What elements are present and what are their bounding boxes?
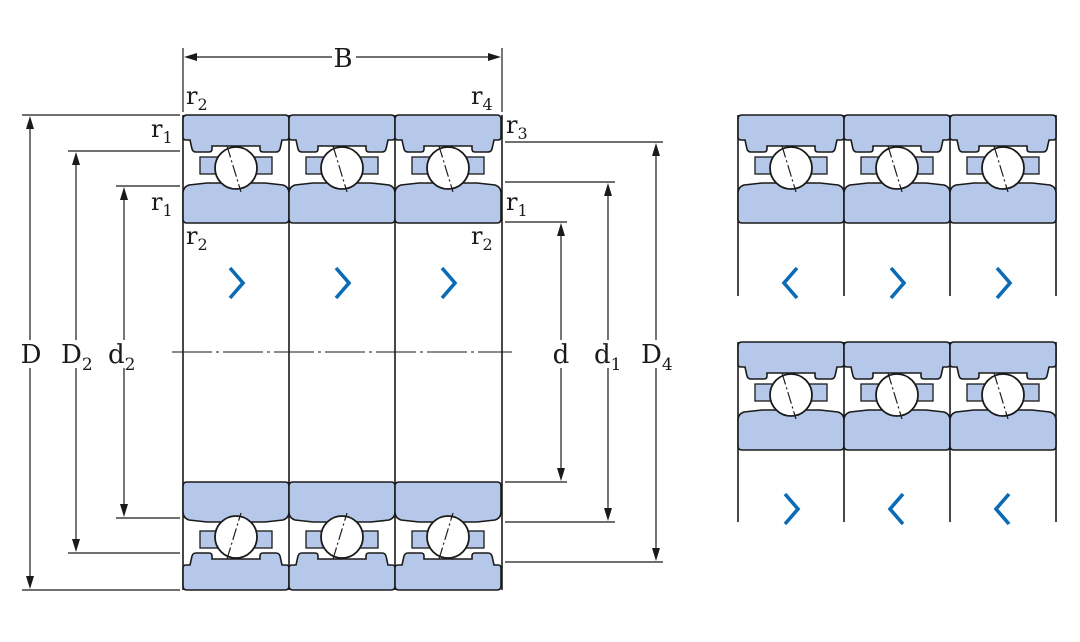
- main-arrow-3-icon: [440, 266, 457, 300]
- bottom-right-section-3: [949, 341, 1057, 451]
- top-right-section-1: [737, 114, 845, 224]
- bottom-right-section-1: [737, 341, 845, 451]
- top-right-section-2: [843, 114, 951, 224]
- label-r2-lower-left: r2: [186, 222, 208, 254]
- label-r1-lower-left: r1: [151, 188, 173, 220]
- bottom-right-arrow-3-icon: [994, 492, 1011, 526]
- arrangement-top-right: [737, 114, 1057, 300]
- label-r2-top-left: r2: [186, 82, 208, 114]
- main-bottom-section-2: [288, 481, 396, 591]
- main-arrow-1-icon: [228, 266, 245, 300]
- main-bottom-section-1: [182, 481, 290, 591]
- label-r2-lower-right: r2: [471, 222, 493, 254]
- top-right-arrow-2-icon: [889, 266, 906, 300]
- bottom-right-arrow-2-icon: [888, 492, 905, 526]
- label-d2: d2: [108, 340, 135, 375]
- bottom-right-section-2: [843, 341, 951, 451]
- main-arrow-2-icon: [334, 266, 351, 300]
- label-r1-upper-left: r1: [151, 115, 173, 147]
- label-r3-upper-right: r3: [506, 111, 528, 143]
- label-d: d: [553, 340, 570, 370]
- dimension-labels: B D D2 d2 d d1 D4 r2 r4 r1 r3 r1: [21, 44, 673, 375]
- arrangement-bottom-right: [737, 341, 1057, 526]
- main-top-section-3: [394, 114, 502, 224]
- label-r1-lower-right: r1: [506, 188, 528, 220]
- bottom-right-arrow-1-icon: [783, 492, 800, 526]
- main-top-section-2: [288, 114, 396, 224]
- top-right-section-3: [949, 114, 1057, 224]
- label-d1: d1: [594, 340, 621, 375]
- label-r4-top-right: r4: [471, 82, 493, 114]
- top-right-arrow-3-icon: [995, 266, 1012, 300]
- label-D2: D2: [61, 340, 93, 375]
- main-bearing-set: [172, 114, 512, 591]
- label-B: B: [333, 44, 352, 74]
- label-D: D: [21, 340, 42, 370]
- label-D4: D4: [641, 340, 673, 375]
- dimension-lines: [22, 48, 663, 591]
- main-top-section-1: [182, 114, 290, 224]
- top-right-arrow-1-icon: [782, 266, 799, 300]
- main-bottom-section-3: [394, 481, 502, 591]
